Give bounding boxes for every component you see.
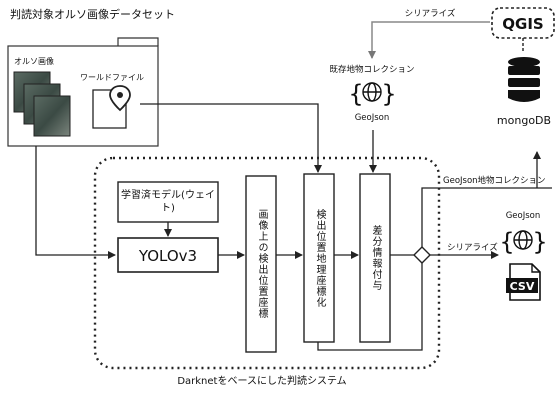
step-image-coords: 画像上の検出位置座標 <box>245 175 277 353</box>
database-icon <box>508 57 540 102</box>
step-diff-info: 差分情報付与 <box>359 173 391 343</box>
dataset-title: 判読対象オルソ画像データセット <box>10 7 175 21</box>
ortho-label: オルソ画像 <box>14 56 54 66</box>
csv-file-icon: CSV <box>506 263 541 301</box>
output-geojson-label: GeoJson <box>506 211 541 221</box>
system-label: Darknetをベースにした判読システム <box>177 374 346 387</box>
arrow-serialize-top <box>368 21 490 59</box>
step-image-coords-label: 画像上の検出位置座標 <box>256 209 267 319</box>
step-geo-coords-label: 検出位置地理座標化 <box>314 208 325 308</box>
dataset-group: 判読対象オルソ画像データセット オルソ画像 ワールドファイル <box>7 7 175 147</box>
globe-icon <box>362 82 382 102</box>
world-file-label: ワールドファイル <box>80 73 144 82</box>
csv-label: CSV <box>510 280 535 293</box>
model-label: 学習済モデル(ウェイト) <box>121 190 215 214</box>
qgis-label: QGIS <box>502 15 543 33</box>
trained-model-box: 学習済モデル(ウェイト) <box>117 181 219 223</box>
yolo-label: YOLOv3 <box>138 247 197 265</box>
connectors-system <box>218 130 423 351</box>
curly-braces-icon: { <box>348 80 363 108</box>
dataset-frame <box>7 45 159 147</box>
curly-braces-icon: } <box>532 228 547 256</box>
branch-diamond <box>413 246 431 264</box>
step-diff-label: 差分情報付与 <box>370 225 381 291</box>
connectors-top <box>35 103 322 259</box>
serialize-right-label: シリアライズ <box>447 242 498 253</box>
existing-geojson-icon: { } <box>348 80 396 108</box>
output-geojson-icon: { } <box>499 228 547 256</box>
yolo-box: YOLOv3 <box>117 237 219 273</box>
serialize-top-label: シリアライズ <box>405 8 456 19</box>
connectors-output <box>421 151 552 259</box>
dataset-frame-tab <box>117 37 159 46</box>
curly-braces-icon: } <box>381 80 396 108</box>
location-pin-icon <box>109 85 131 112</box>
mongodb-label: mongoDB <box>497 114 551 127</box>
step-geo-coords: 検出位置地理座標化 <box>303 173 335 343</box>
globe-icon <box>513 230 533 250</box>
existing-collection-label: 既存地物コレクション <box>329 64 414 75</box>
curly-braces-icon: { <box>499 228 514 256</box>
geojson-collection-label: GeoJson地物コレクション <box>443 175 546 186</box>
system-boundary <box>93 156 441 370</box>
ortho-tile-3 <box>33 95 71 137</box>
qgis-box: QGIS <box>491 7 555 39</box>
existing-geojson-label: GeoJson <box>355 113 390 123</box>
